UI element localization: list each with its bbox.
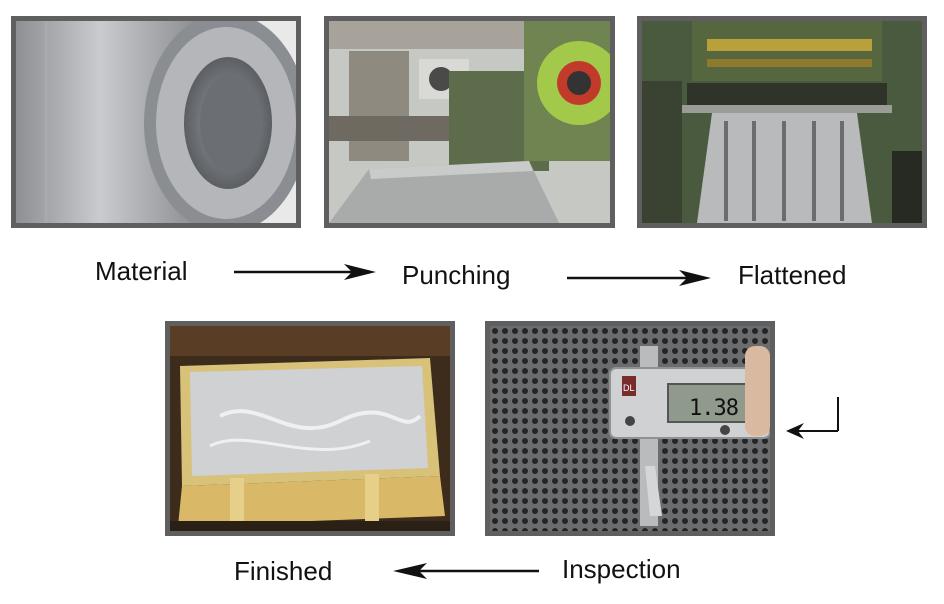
punching-press-image [329, 21, 610, 223]
return-left-arrow-icon [786, 397, 839, 439]
flattened-sheet-photo [637, 16, 927, 228]
long-arrow-right-icon [234, 264, 376, 280]
caliper-reading-text: 1.38 [689, 396, 739, 421]
wooden-crate-image [170, 326, 450, 531]
steel-coil-image [16, 21, 296, 223]
material-coil-photo [11, 16, 301, 228]
punching-machine-photo [324, 16, 615, 228]
inspection-caliper-photo: DL 1.38 [485, 321, 775, 536]
long-arrow-right-icon [567, 270, 711, 286]
long-arrow-left-icon [393, 563, 539, 579]
step-label-finished: Finished [234, 556, 333, 586]
caliper-on-perforated-sheet-image [490, 326, 770, 531]
step-label-flattened: Flattened [738, 260, 847, 290]
flattening-machine-image [642, 21, 922, 223]
caliper-brand-text: DL [623, 383, 635, 393]
step-label-material: Material [95, 256, 188, 286]
finished-crate-photo [165, 321, 455, 536]
step-label-punching: Punching [402, 260, 511, 290]
step-label-inspection: Inspection [562, 554, 681, 584]
